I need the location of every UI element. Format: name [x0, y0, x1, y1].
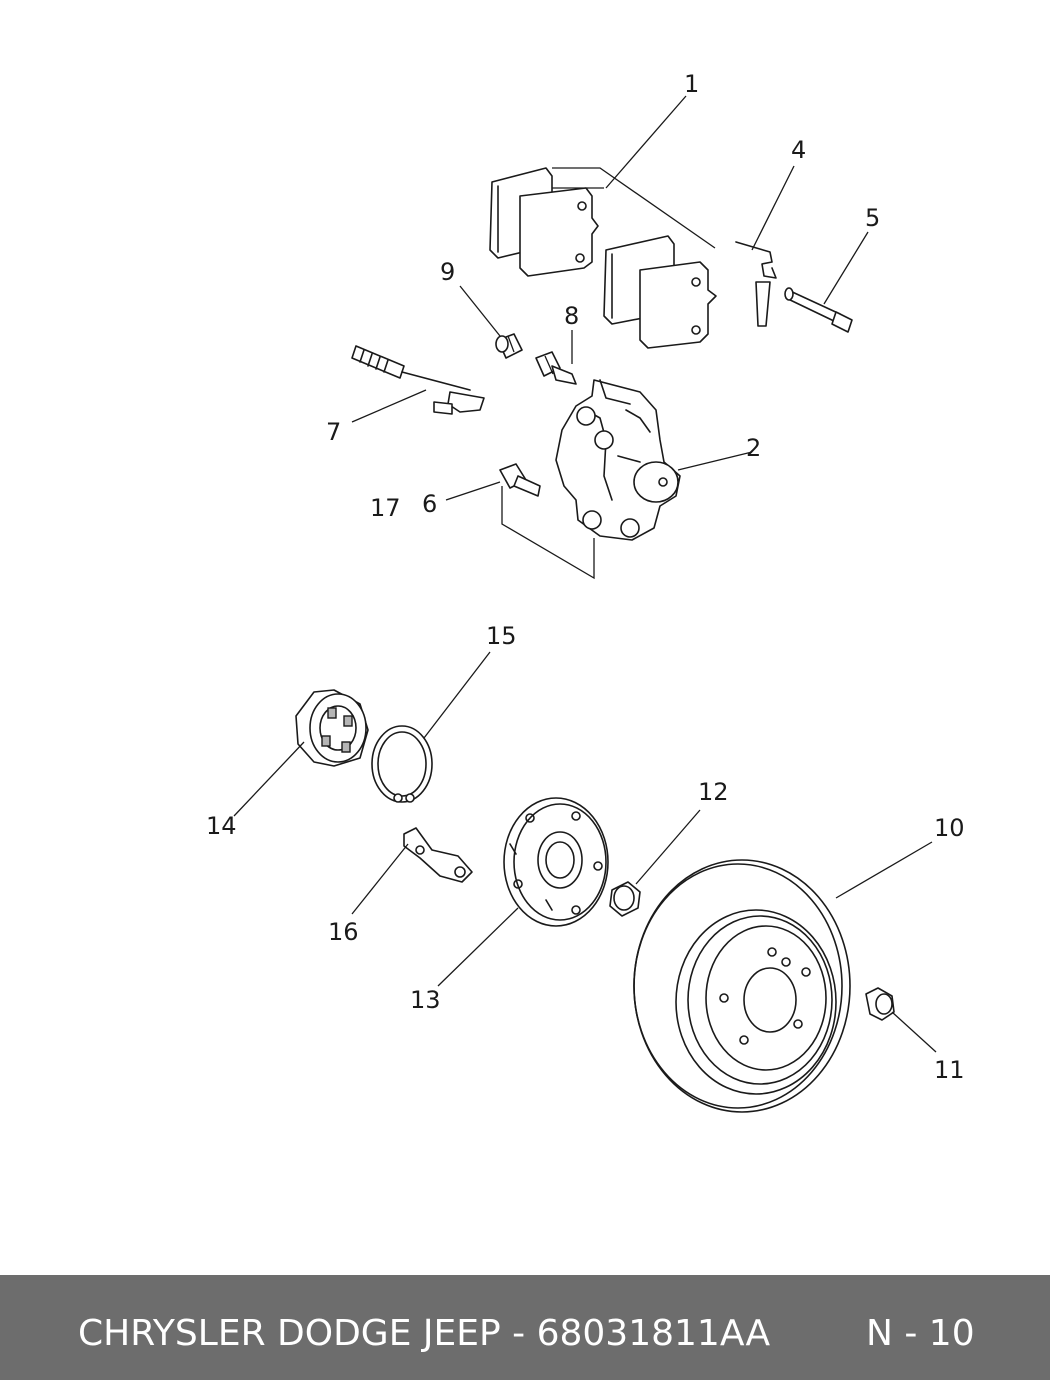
hub-nut — [609, 881, 641, 917]
hub-flange — [503, 797, 609, 927]
callout-13: 13 — [410, 986, 441, 1014]
wheel-plug — [865, 987, 895, 1021]
callout-6: 6 — [422, 490, 437, 518]
guide-pin — [784, 287, 853, 333]
brake-pad-set — [489, 167, 717, 349]
retainer-bracket — [403, 827, 473, 883]
callout-4: 4 — [791, 136, 806, 164]
brand-part-number: CHRYSLER DODGE JEEP - 68031811AA — [78, 1313, 771, 1354]
caliper-bolt — [499, 463, 595, 580]
callout-1: 1 — [684, 70, 699, 98]
callout-15: 15 — [486, 622, 517, 650]
anti-rattle-clip — [735, 241, 777, 327]
callout-11: 11 — [934, 1056, 965, 1084]
brake-caliper — [555, 379, 681, 541]
callout-14: 14 — [206, 812, 237, 840]
guide-bushing — [495, 333, 523, 359]
leader-lines — [233, 95, 937, 1053]
callout-17: 17 — [370, 494, 401, 522]
callout-8: 8 — [564, 302, 579, 330]
callout-2: 2 — [746, 434, 761, 462]
exploded-parts-diagram: 1 2 4 5 6 7 8 9 10 11 12 13 14 15 16 17 — [206, 70, 965, 1113]
callout-7: 7 — [326, 418, 341, 446]
callout-labels: 1 2 4 5 6 7 8 9 10 11 12 13 14 15 16 17 — [206, 70, 965, 1084]
callout-5: 5 — [865, 204, 880, 232]
page-number: N - 10 — [866, 1313, 975, 1354]
callout-10: 10 — [934, 814, 965, 842]
callout-9: 9 — [440, 258, 455, 286]
snap-ring — [371, 725, 433, 803]
callout-16: 16 — [328, 918, 359, 946]
footer-bar: CHRYSLER DODGE JEEP - 68031811AA N - 10 — [0, 1275, 1050, 1380]
brake-disc — [633, 859, 851, 1113]
callout-12: 12 — [698, 778, 729, 806]
wheel-bearing — [295, 689, 369, 767]
wear-sensor — [351, 345, 485, 415]
bleeder-screw — [535, 351, 577, 385]
